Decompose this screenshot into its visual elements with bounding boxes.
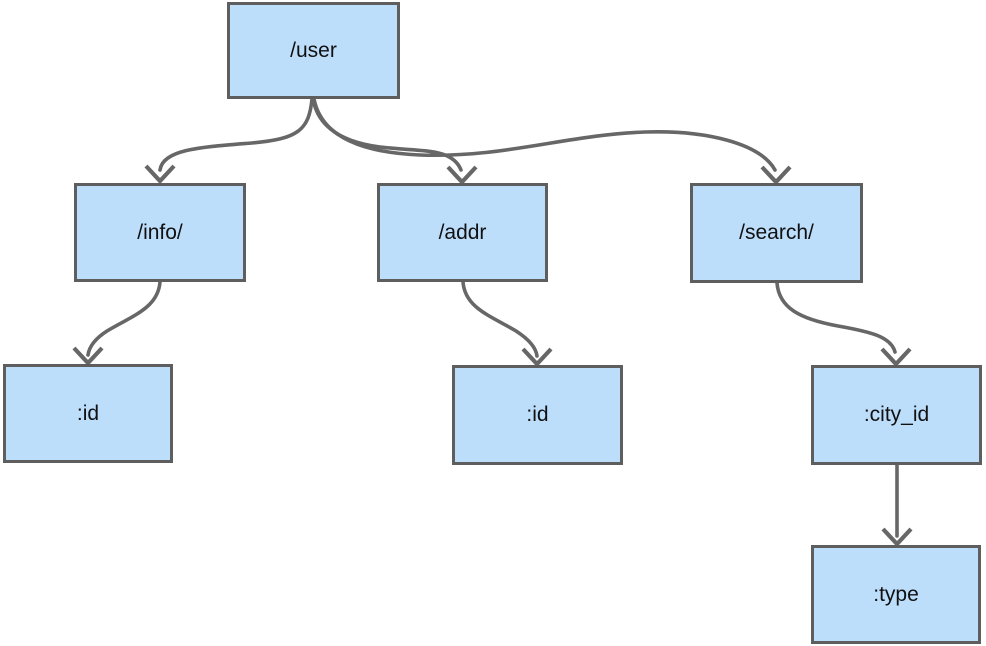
- edge-addr-id: [461, 280, 539, 358]
- node-search: /search/: [690, 183, 863, 283]
- arrowhead-cityid-type: [881, 527, 913, 548]
- arrowhead-user-search: [760, 165, 792, 186]
- node-info: /info/: [74, 183, 246, 282]
- node-type: :type: [811, 545, 981, 644]
- arrowhead-info-id: [72, 346, 104, 367]
- node-addr-id-label: :id: [526, 403, 549, 426]
- node-info-id: :id: [3, 364, 173, 463]
- node-addr-id: :id: [452, 365, 623, 465]
- node-city-id: :city_id: [811, 365, 982, 465]
- arrowhead-user-addr: [446, 165, 478, 186]
- node-info-label: /info/: [137, 220, 183, 244]
- arrowhead-addr-id: [521, 347, 553, 368]
- node-info-id-label: :id: [76, 401, 100, 425]
- arrowhead-search-cityid: [880, 347, 912, 368]
- edge-search-cityid: [775, 281, 897, 354]
- arrowhead-user-info: [144, 164, 176, 185]
- node-city-id-label: :city_id: [863, 403, 930, 426]
- node-type-label: :type: [873, 582, 919, 606]
- node-addr-label: /addr: [438, 220, 487, 244]
- edge-info-id: [86, 280, 162, 357]
- node-addr: /addr: [377, 183, 548, 282]
- edge-user-search: [312, 97, 777, 172]
- node-user-label: /user: [290, 38, 337, 62]
- edge-user-info: [158, 97, 314, 172]
- node-search-label: /search/: [739, 221, 814, 244]
- node-user: /user: [227, 2, 400, 99]
